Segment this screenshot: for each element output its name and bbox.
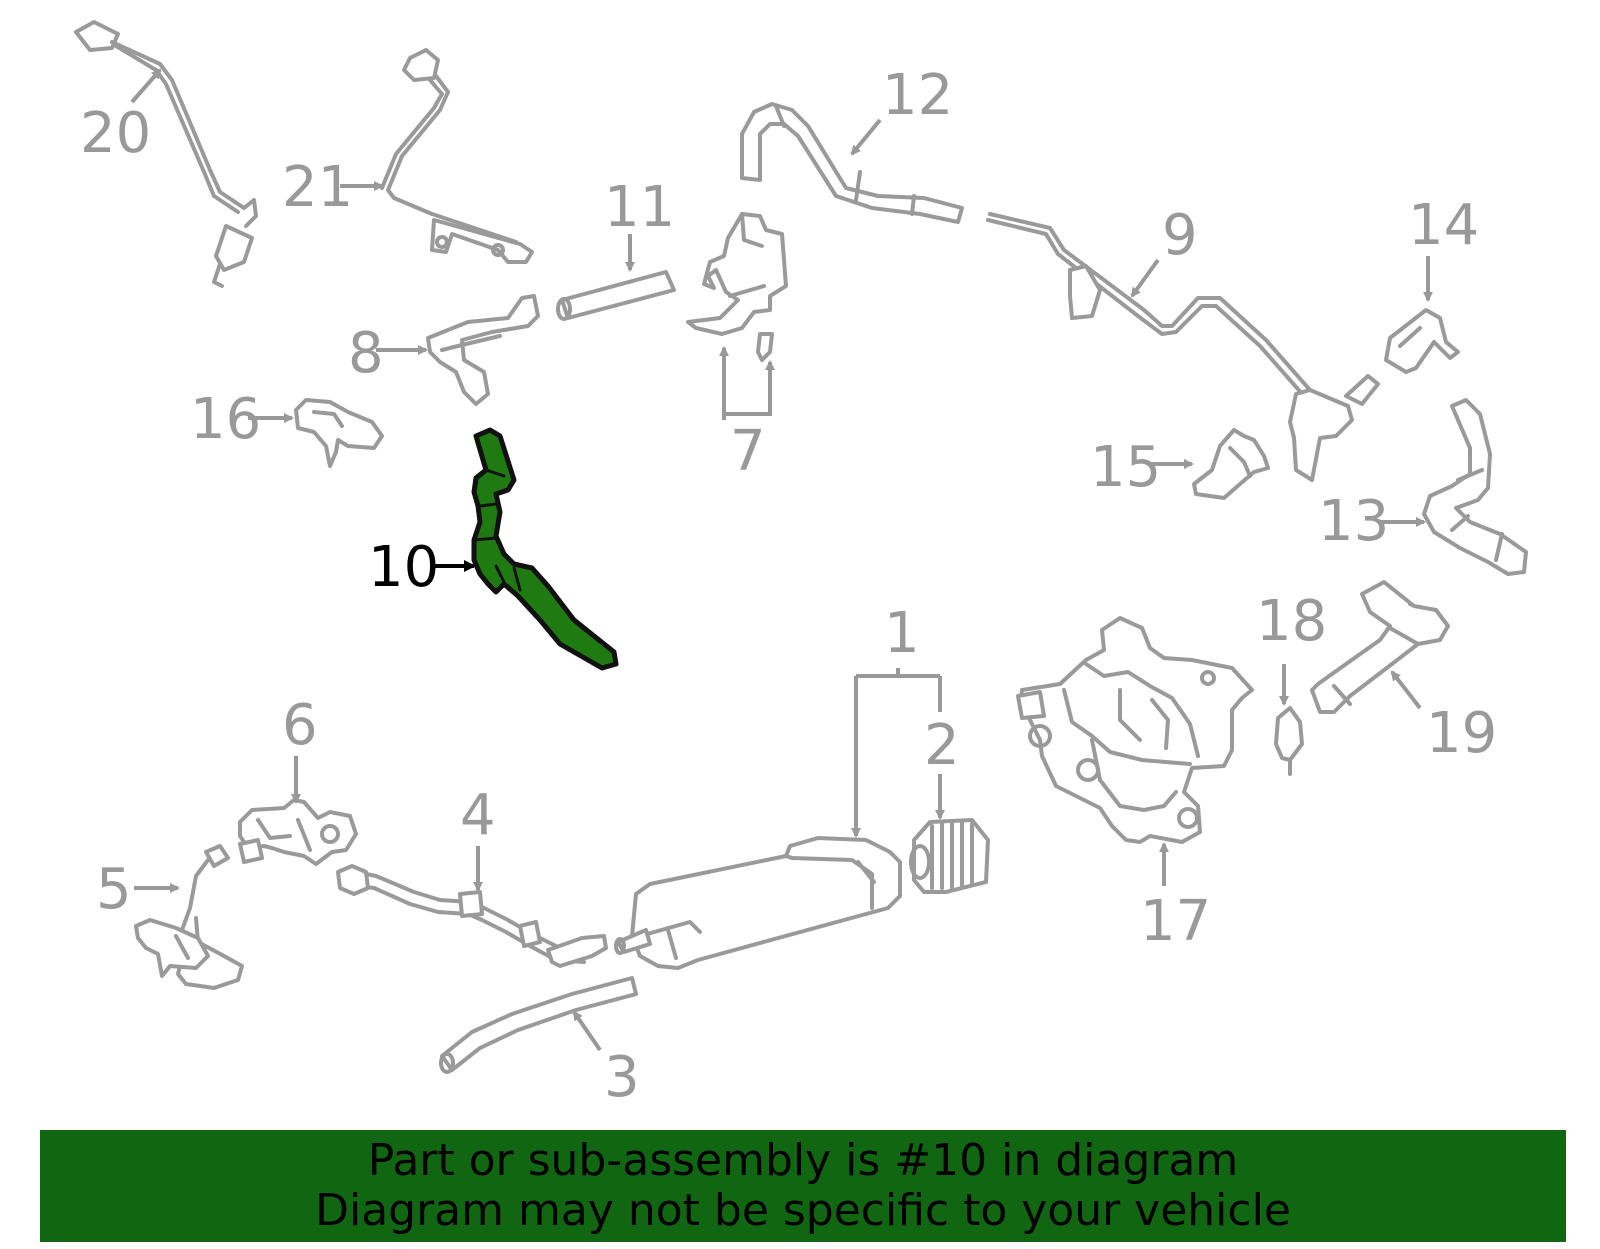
callout-13: 13 (1318, 489, 1389, 554)
part-21-sensor[interactable] (380, 48, 534, 264)
callout-8: 8 (348, 321, 384, 386)
callout-15: 15 (1090, 435, 1161, 500)
part-6-valve[interactable] (238, 798, 358, 866)
callout-2: 2 (924, 713, 960, 778)
part-3-hose[interactable] (439, 976, 638, 1074)
part-15-bracket[interactable] (1192, 428, 1270, 500)
part-18-gasket[interactable] (1274, 706, 1304, 776)
part-1-canister[interactable] (614, 836, 902, 970)
callout-6: 6 (282, 693, 318, 758)
callout-19: 19 (1426, 701, 1497, 766)
callout-4: 4 (460, 783, 496, 848)
callout-16: 16 (190, 387, 261, 452)
part-14-connector[interactable] (1384, 308, 1460, 374)
callout-21: 21 (282, 155, 353, 220)
part-4-line[interactable] (336, 864, 608, 968)
part-10-hose-highlighted[interactable] (471, 427, 619, 671)
part-16-clip[interactable] (294, 398, 384, 468)
banner-line-1: Part or sub-assembly is #10 in diagram (367, 1135, 1239, 1186)
part-17-pump-module[interactable] (1016, 616, 1254, 844)
callout-5: 5 (96, 857, 132, 922)
callout-20: 20 (80, 101, 151, 166)
callout-9: 9 (1162, 203, 1198, 268)
callout-7: 7 (730, 419, 766, 484)
part-5-hose[interactable] (134, 844, 244, 990)
part-7-valve[interactable] (686, 212, 788, 362)
part-19-hose[interactable] (1310, 580, 1450, 714)
part-9-fuel-line[interactable] (986, 212, 1380, 482)
info-banner: Part or sub-assembly is #10 in diagram D… (40, 1130, 1566, 1242)
part-8-bracket[interactable] (426, 294, 540, 406)
callout-18: 18 (1256, 589, 1327, 654)
callout-10: 10 (368, 535, 439, 600)
part-13-hose[interactable] (1422, 398, 1528, 576)
callout-17: 17 (1140, 889, 1211, 954)
callout-14: 14 (1408, 193, 1479, 258)
callout-12: 12 (882, 63, 953, 128)
part-20-sensor[interactable] (74, 20, 258, 288)
banner-line-2: Diagram may not be specific to your vehi… (315, 1185, 1291, 1236)
callout-3: 3 (604, 1045, 640, 1110)
part-12-hose[interactable] (740, 102, 964, 224)
part-11-tube[interactable] (556, 270, 676, 321)
callout-11: 11 (604, 175, 675, 240)
callout-1: 1 (884, 601, 920, 666)
part-2-filter[interactable] (909, 818, 990, 894)
